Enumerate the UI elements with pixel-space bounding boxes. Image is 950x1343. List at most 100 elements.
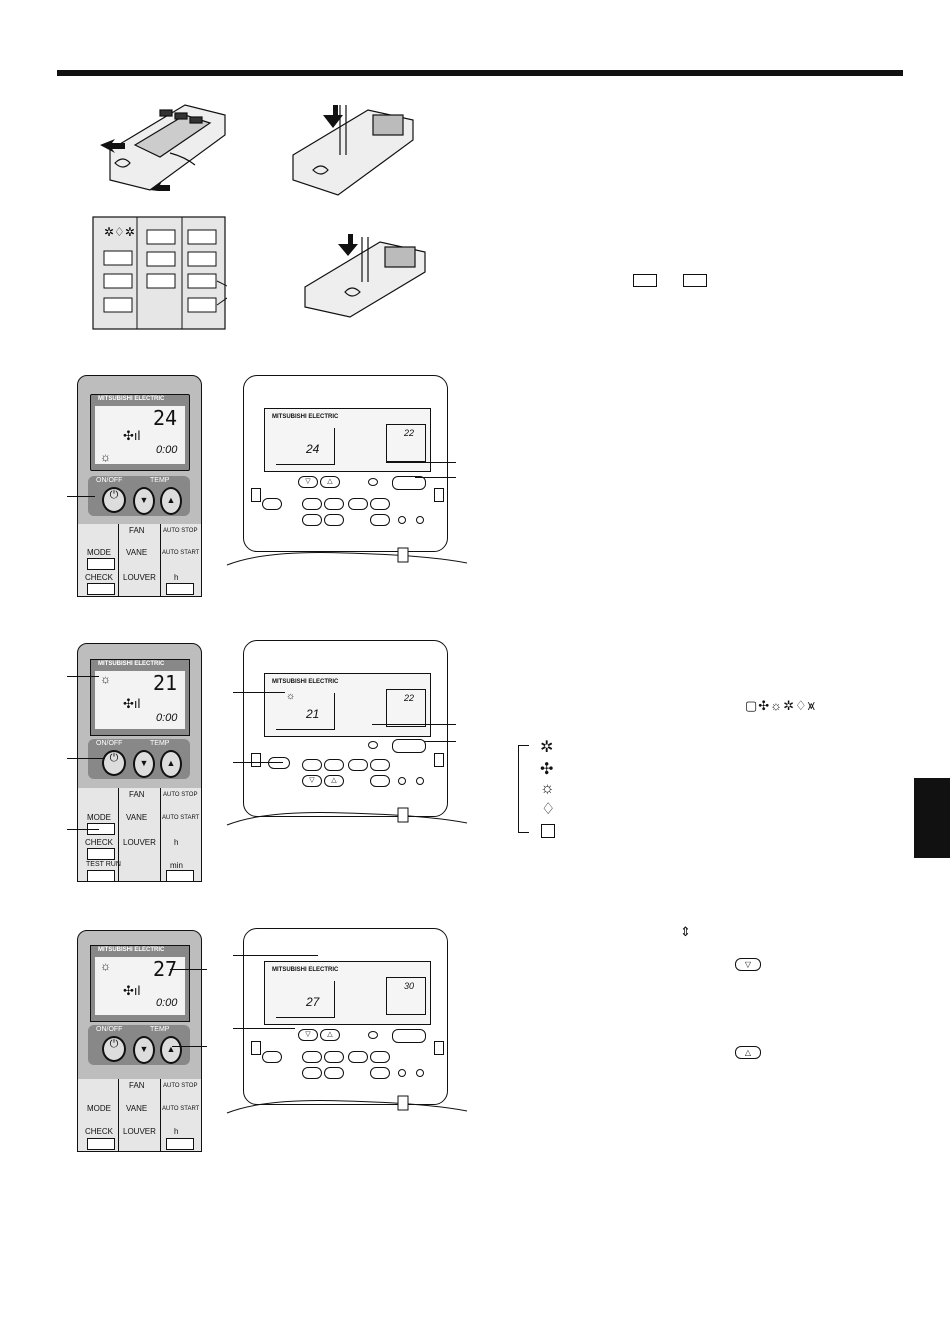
- on-off-button[interactable]: [392, 739, 426, 753]
- temp-label: TEMP: [150, 1026, 170, 1033]
- wireless-remote-1: MITSUBISHI ELECTRIC 24 0:00 ✣ıl ☼ ON/OFF…: [77, 375, 202, 597]
- top-rule: [57, 70, 903, 76]
- check-label: CHECK: [85, 838, 114, 847]
- on-off-button[interactable]: [392, 476, 426, 490]
- temp-up-button[interactable]: △: [324, 775, 344, 787]
- fan-icon: ✣ıl: [123, 696, 141, 711]
- wall-outline: [226, 807, 468, 826]
- temp-up-button[interactable]: ▲: [160, 1036, 182, 1064]
- temp-up-button[interactable]: ▲: [160, 487, 182, 515]
- temp-label: TEMP: [150, 477, 170, 484]
- temp-up-button[interactable]: △: [320, 476, 340, 488]
- louver-label: LOUVER: [123, 573, 156, 582]
- temp-down-button[interactable]: ▽: [298, 1029, 318, 1041]
- temp-up-button[interactable]: ▲: [160, 750, 182, 778]
- wireless-remote-3: MITSUBISHI ELECTRIC 27 0:00 ☼ ✣ıl ON/OFF…: [77, 930, 202, 1152]
- inline-box-1: [633, 274, 657, 287]
- battery-cover-illustration: [100, 104, 226, 191]
- temp-down-button[interactable]: ▽: [302, 775, 322, 787]
- lcd-time: 0:00: [156, 997, 178, 1009]
- sun-icon: ☼: [286, 691, 296, 702]
- wired-remote-2: MITSUBISHI ELECTRIC 21 22 ☼ ▽ △: [243, 640, 448, 817]
- on-off-button[interactable]: ⏻: [102, 1036, 126, 1062]
- h-label: h: [174, 1127, 179, 1136]
- wireless-remote-2: MITSUBISHI ELECTRIC 21 0:00 ☼ ✣ıl ON/OFF…: [77, 643, 202, 882]
- fan-label: FAN: [129, 526, 145, 535]
- wired-set-temp: 27: [306, 995, 320, 1009]
- on-off-label: ON/OFF: [96, 740, 123, 747]
- brand-label: MITSUBISHI ELECTRIC: [98, 396, 165, 402]
- wired-room-temp: 22: [404, 693, 415, 703]
- lcd-temp: 24: [153, 406, 178, 430]
- mode-button[interactable]: [87, 558, 115, 570]
- mode-label: MODE: [87, 813, 111, 822]
- temp-down-button[interactable]: ▼: [133, 1036, 155, 1064]
- min-label: min: [170, 861, 183, 870]
- louver-label: LOUVER: [123, 838, 156, 847]
- svg-text:✲♢✲: ✲♢✲: [104, 225, 135, 239]
- on-off-button[interactable]: [392, 1029, 426, 1043]
- wired-brand: MITSUBISHI ELECTRIC: [272, 414, 339, 420]
- h-label: h: [174, 573, 179, 582]
- louver-label: LOUVER: [123, 1127, 156, 1136]
- temp-down-button[interactable]: ▼: [133, 750, 155, 778]
- on-off-label: ON/OFF: [96, 477, 123, 484]
- auto-start-label: AUTO START: [162, 1106, 200, 1112]
- wall-outline: [226, 1095, 468, 1114]
- inline-box-2: [683, 274, 707, 287]
- fan-icon: ✣ıl: [123, 428, 141, 443]
- brand-label: MITSUBISHI ELECTRIC: [98, 661, 165, 667]
- temp-down-icon: ▽: [735, 958, 761, 971]
- heat-icon: ☼: [540, 780, 555, 797]
- on-off-button[interactable]: ⏻: [102, 487, 126, 513]
- wired-room-temp: 30: [404, 981, 415, 991]
- check-label: CHECK: [85, 1127, 114, 1136]
- h-button[interactable]: [166, 1138, 194, 1150]
- temp-down-button[interactable]: ▽: [298, 476, 318, 488]
- min-button[interactable]: [166, 870, 194, 881]
- lcd-temp: 21: [153, 671, 178, 695]
- wired-room-temp: 22: [404, 428, 415, 438]
- temp-label: TEMP: [150, 740, 170, 747]
- on-off-label: ON/OFF: [96, 1026, 123, 1033]
- wired-set-temp: 24: [306, 442, 320, 456]
- check-button[interactable]: [87, 583, 115, 595]
- wired-brand: MITSUBISHI ELECTRIC: [272, 967, 339, 973]
- sun-icon: ☼: [100, 672, 111, 686]
- wired-remote-1: MITSUBISHI ELECTRIC 24 22 ▽ △: [243, 375, 448, 552]
- mode-label: MODE: [87, 1104, 111, 1113]
- operation-lamp: [368, 741, 378, 749]
- wall-outline: [226, 547, 468, 566]
- sun-icon: ☼: [100, 450, 111, 464]
- vane-label: VANE: [126, 813, 148, 822]
- fan-icon: ✣: [540, 761, 554, 778]
- handset-cover-open-illustration: ✲♢✲: [92, 216, 227, 330]
- mode-label: MODE: [87, 548, 111, 557]
- operation-lamp: [368, 1031, 378, 1039]
- check-button[interactable]: [87, 848, 115, 860]
- on-off-button[interactable]: ⏻: [102, 750, 126, 776]
- vane-label: VANE: [126, 548, 148, 557]
- test-run-button[interactable]: [87, 870, 115, 881]
- mode-button[interactable]: [268, 757, 290, 769]
- lcd-time: 0:00: [156, 444, 178, 456]
- battery-insert-illustration: [292, 105, 414, 196]
- h-button[interactable]: [166, 583, 194, 595]
- auto-stop-label: AUTO STOP: [163, 792, 198, 798]
- temp-up-button[interactable]: △: [320, 1029, 340, 1041]
- auto-stop-label: AUTO STOP: [163, 528, 198, 534]
- dry-icon: ♢: [541, 801, 556, 818]
- brand-label: MITSUBISHI ELECTRIC: [98, 947, 165, 953]
- fan-label: FAN: [129, 790, 145, 799]
- mode-icon-strip: ▢✣☼✲♢⩙: [745, 698, 816, 713]
- check-label: CHECK: [85, 573, 114, 582]
- check-button[interactable]: [87, 1138, 115, 1150]
- mode-list-bracket: [518, 745, 529, 833]
- wired-remote-3: MITSUBISHI ELECTRIC 27 30 ▽ △: [243, 928, 448, 1105]
- auto-start-label: AUTO START: [162, 550, 200, 556]
- auto-start-label: AUTO START: [162, 815, 200, 821]
- fan-label: FAN: [129, 1081, 145, 1090]
- temp-up-icon: △: [735, 1046, 761, 1059]
- temp-down-button[interactable]: ▼: [133, 487, 155, 515]
- operation-lamp: [368, 478, 378, 486]
